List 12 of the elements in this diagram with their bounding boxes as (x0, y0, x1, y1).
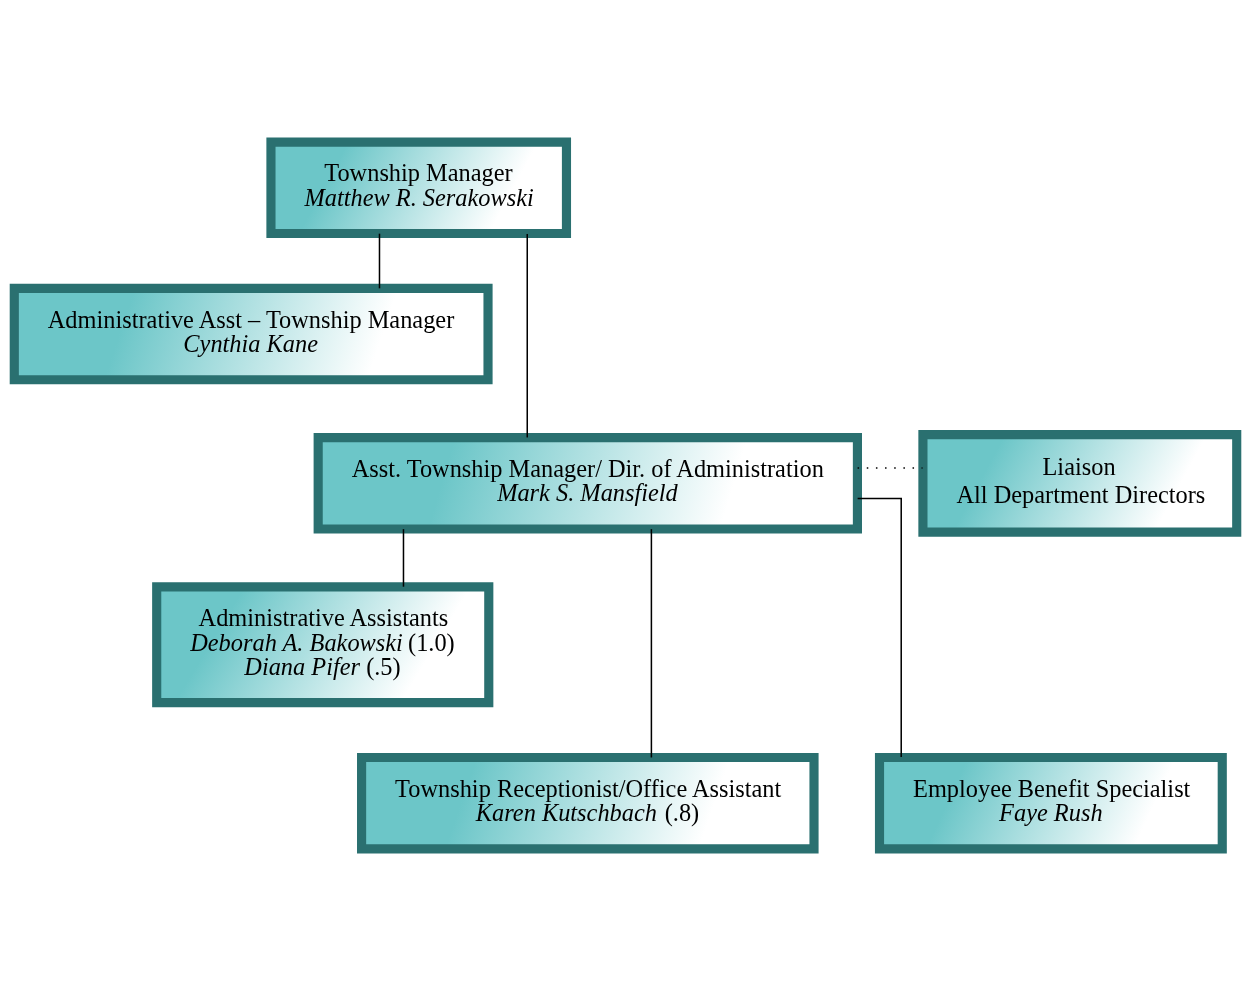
connector (650, 528, 653, 759)
node-box: Township Receptionist/Office Assistant Karen Kutschbach (.8) (357, 752, 819, 854)
node-box: Township Manager Matthew R. Serakowski (266, 137, 572, 239)
node-box: Liaison All Department Directors (918, 430, 1242, 537)
node-box: Asst. Township Manager/ Dir. of Administration Mark S. Mansfield (313, 433, 862, 534)
connector (402, 528, 405, 588)
node-box: Administrative Assistants Deborah A. Bakowski (1.0) Diana Pifer (.5) (152, 582, 494, 708)
connector (526, 233, 528, 439)
connector (378, 232, 381, 290)
node-box: Employee Benefit Specialist Faye Rush (874, 752, 1227, 854)
connector (856, 497, 902, 758)
node-box: Administrative Asst – Township Manager Cynthia Kane (9, 283, 493, 385)
